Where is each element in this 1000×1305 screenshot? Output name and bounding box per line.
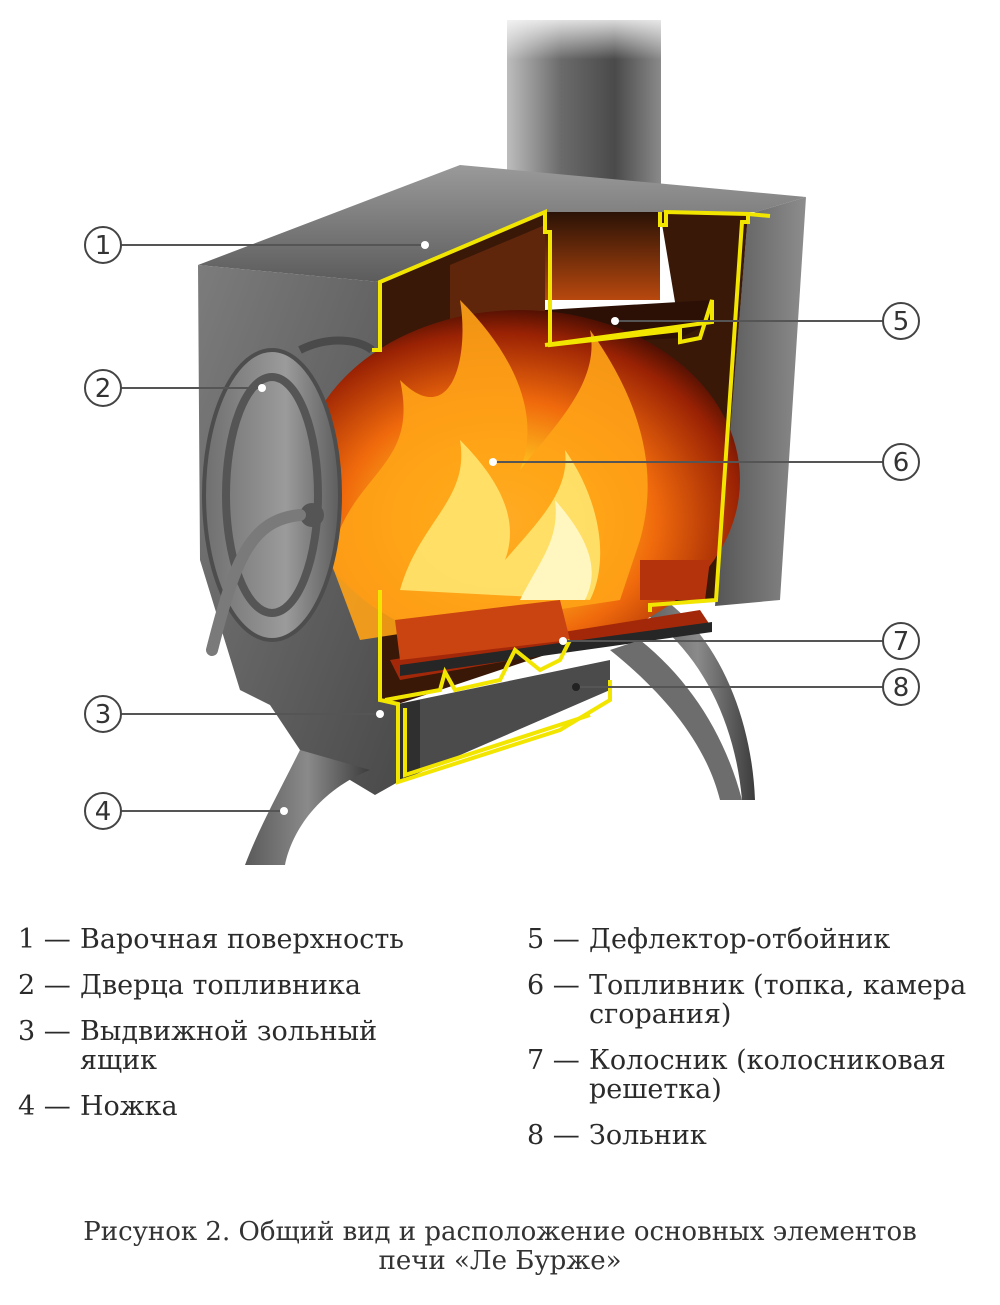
callout-circle-8 (882, 668, 920, 706)
cutaway-outline (372, 208, 771, 785)
legend-item-1: 1 — Варочная поверхность (18, 925, 498, 954)
callout-dot-3 (376, 710, 384, 718)
grate-with-logs (390, 560, 712, 680)
legend-item-7: 7 — Колосник (колосниковая решетка) (527, 1046, 997, 1104)
legend-column-left: 1 — Варочная поверхность 2 — Дверца топл… (18, 925, 498, 1138)
callout-dot-1 (421, 241, 429, 249)
legend-number: 8 — (527, 1120, 580, 1151)
legend-text: Зольник (589, 1120, 707, 1151)
callout-circle-3 (84, 695, 122, 733)
legend-number: 7 — (527, 1045, 580, 1076)
callout-dot-6 (489, 458, 497, 466)
legend-number: 4 — (18, 1091, 71, 1122)
caption-line-1: Рисунок 2. Общий вид и расположение осно… (83, 1217, 917, 1247)
callout-circle-7 (882, 622, 920, 660)
legend-number: 3 — (18, 1016, 71, 1047)
callout-number-8: 8 (893, 673, 910, 703)
caption-line-2: печи «Ле Бурже» (378, 1246, 622, 1276)
callout-circle-2 (84, 369, 122, 407)
callout-circle-4 (84, 792, 122, 830)
parts-legend: 1 — Варочная поверхность 2 — Дверца топл… (0, 925, 1000, 1185)
legend-number: 5 — (527, 924, 580, 955)
fire-flames (300, 300, 740, 650)
front-leg (245, 640, 742, 865)
legend-text: Дверца топливника (80, 970, 361, 1001)
callout-circle-5 (882, 302, 920, 340)
callout-circle-1 (84, 226, 122, 264)
callout-dot-4 (280, 807, 288, 815)
legend-item-6: 6 — Топливник (топка, камера сгорания) (527, 971, 997, 1029)
figure-caption: Рисунок 2. Общий вид и расположение осно… (20, 1218, 980, 1276)
legend-text: Варочная поверхность (80, 924, 404, 955)
callout-number-5: 5 (893, 307, 910, 337)
legend-text: Дефлектор-отбойник (589, 924, 891, 955)
callout-circle-6 (882, 443, 920, 481)
legend-number: 2 — (18, 970, 71, 1001)
callout-number-6: 6 (893, 448, 910, 478)
callouts: 1 2 3 4 5 6 7 8 (84, 226, 920, 830)
legend-column-right: 5 — Дефлектор-отбойник 6 — Топливник (то… (527, 925, 997, 1167)
stove-cutaway-diagram: 1 2 3 4 5 6 7 8 (84, 10, 920, 865)
legend-text: Колосник (колосниковая решетка) (589, 1045, 946, 1105)
legend-item-8: 8 — Зольник (527, 1121, 997, 1150)
callout-number-1: 1 (95, 231, 112, 261)
legend-text: Ножка (80, 1091, 178, 1122)
legend-item-2: 2 — Дверца топливника (18, 971, 498, 1000)
callout-dot-5 (611, 317, 619, 325)
legend-number: 6 — (527, 970, 580, 1001)
legend-number: 1 — (18, 924, 71, 955)
callout-dot-8 (572, 683, 580, 691)
callout-dot-2 (258, 384, 266, 392)
callout-number-4: 4 (95, 797, 112, 827)
callout-dot-7 (559, 637, 567, 645)
fuel-door (202, 336, 375, 656)
callout-number-3: 3 (95, 700, 112, 730)
callout-number-2: 2 (95, 374, 112, 404)
legend-text: Топливник (топка, камера сгорания) (589, 970, 967, 1030)
legend-item-5: 5 — Дефлектор-отбойник (527, 925, 997, 954)
callout-number-7: 7 (893, 627, 910, 657)
legend-item-4: 4 — Ножка (18, 1092, 498, 1121)
legend-item-3: 3 — Выдвижной зольный ящик (18, 1017, 438, 1075)
legend-text: Выдвижной зольный ящик (80, 1016, 378, 1076)
